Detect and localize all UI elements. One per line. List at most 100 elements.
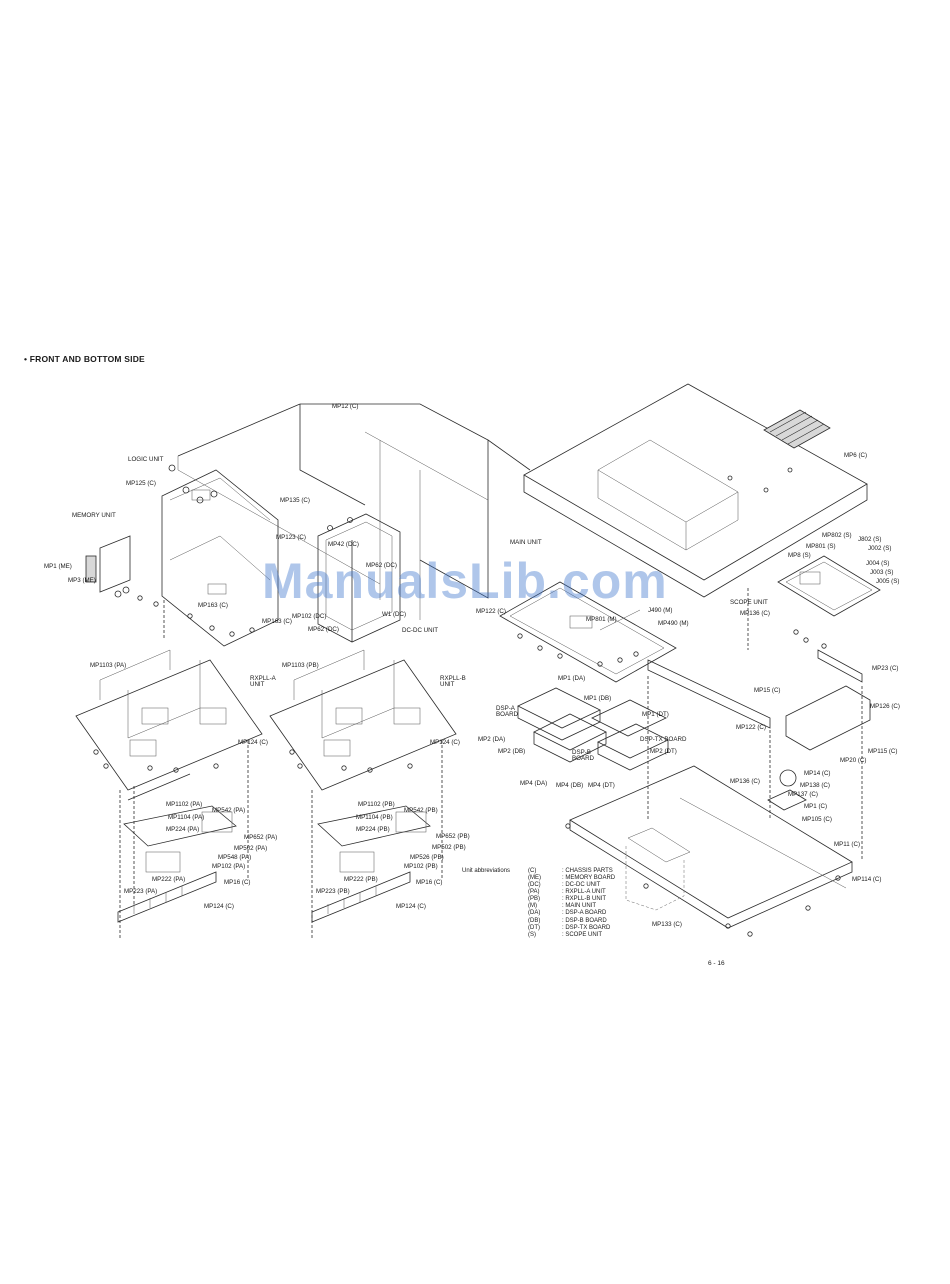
top-cover-mp6 [523,383,868,598]
part-label: MP1102 (PA) [166,801,203,808]
part-label: LOGIC UNIT [128,456,164,463]
part-label: MP20 (C) [840,757,867,764]
part-label: MP2 (DA) [478,736,506,743]
legend-text: : MAIN UNIT [562,903,596,910]
page-number: 6 - 16 [708,960,725,967]
part-label: MP122 (C) [476,608,506,615]
legend-code: (S) [528,931,536,938]
part-label: MP542 (PA) [212,807,246,814]
part-label: MP801 (M) [586,616,617,623]
legend-code: (M) [528,903,537,910]
part-label: MP16 (C) [416,879,443,886]
unit-abbreviations-legend: Unit abbreviations (C) : CHASSIS PARTS (ME… [462,868,615,939]
part-label: MEMORY UNIT [72,512,116,519]
part-label: MP502 (PA) [234,845,268,852]
main-unit-board [499,581,677,683]
part-label: W1 (DC) [382,611,407,618]
part-label: MP138 (C) [800,782,830,789]
legend-text: : SCOPE UNIT [562,931,603,938]
legend-code: (DT) [528,924,540,931]
part-label: MP502 (PB) [432,844,466,851]
assembly-lines [119,588,863,940]
part-label: MP126 (C) [870,703,900,710]
part-label: MP1 (C) [804,803,828,810]
part-label: MP124 (C) [238,739,268,746]
part-label: MP801 (S) [806,543,836,550]
part-label: MP105 (C) [802,816,832,823]
part-label: MP8 (S) [788,552,811,559]
rxpll-a-unit [75,649,263,923]
part-label: MP224 (PA) [166,826,200,833]
part-label: MP102 (PB) [404,863,438,870]
part-label: J004 (S) [866,560,890,567]
part-label: MP802 (S) [822,532,852,539]
rxpll-b-unit [269,649,457,923]
part-label: MP124 (C) [430,739,460,746]
legend-code: (DC) [528,882,541,889]
part-label: MP137 (C) [788,791,818,798]
part-label: RXPLL-A UNIT [250,675,276,689]
part-label: MP2 (DT) [650,748,677,755]
part-label: MP6 (C) [844,452,868,459]
part-label: RXPLL-B UNIT [440,675,466,689]
part-label: MP136 (C) [740,610,770,617]
part-label: MP1103 (PA) [90,662,127,669]
part-label: MP16 (C) [224,879,251,886]
part-label: MP125 (C) [126,480,156,487]
part-label: MP122 (C) [736,724,766,731]
bracket-mp15 [647,659,771,729]
part-label: MP4 (DB) [556,782,584,789]
part-label: J005 (S) [876,578,900,585]
dcdc-unit [317,513,401,643]
part-label: J490 (M) [648,607,673,614]
part-label: MP136 (C) [730,778,760,785]
legend-text: : RXPLL-B UNIT [562,896,607,903]
part-label: MP490 (M) [658,620,689,627]
part-label: MP124 (C) [396,903,426,910]
watermark: ManualsLib.com [262,553,668,609]
memory-unit-board [85,535,131,598]
legend-text: : CHASSIS PARTS [562,868,613,874]
part-label: MP11 (C) [834,841,861,848]
part-label: MP1 (DT) [642,711,669,718]
part-label: MP1 (DB) [584,695,612,702]
part-label: MP15 (C) [754,687,781,694]
part-label: MP42 (DC) [328,541,359,548]
part-label: MP114 (C) [852,876,882,883]
plate-mp20 [785,685,871,751]
legend-code: (PB) [528,896,540,903]
legend-text: : RXPLL-A UNIT [562,889,606,896]
part-label: MAIN UNIT [510,539,542,546]
part-label: MP652 (PB) [436,833,470,840]
part-label: MP12 (C) [332,403,359,410]
part-label: DC-DC UNIT [402,627,439,634]
part-label: MP3 (ME) [68,577,96,584]
legend-text: : MEMORY BOARD [562,875,616,882]
part-label: MP102 (DC) [292,613,327,620]
part-label: MP115 (C) [868,748,898,755]
legend-heading: Unit abbreviations [462,868,511,874]
part-label: MP102 (PA) [212,863,246,870]
part-label: MP123 (C) [276,534,306,541]
part-label: MP163 (C) [262,618,292,625]
part-label: MP1103 (PB) [282,662,319,669]
legend-text: : DSP-B BOARD [562,917,607,924]
legend-code: (ME) [528,875,541,882]
logic-unit-board [161,464,279,647]
part-label: MP135 (C) [280,497,310,504]
part-label: MP223 (PA) [124,888,158,895]
legend-code: (PA) [528,889,540,896]
part-label: MP1102 (PB) [358,801,395,808]
part-label: MP62 (DC) [366,562,397,569]
part-label: MP1104 (PA) [168,814,205,821]
part-label: DSP-TX BOARD [640,736,687,743]
part-label: MP133 (C) [652,921,682,928]
part-label: MP4 (DA) [520,780,548,787]
legend-code: (C) [528,868,537,874]
legend-text: : DSP-A BOARD [562,910,607,917]
dsp-boards [517,687,669,771]
screws [93,595,841,937]
legend-code: (DA) [528,910,541,917]
